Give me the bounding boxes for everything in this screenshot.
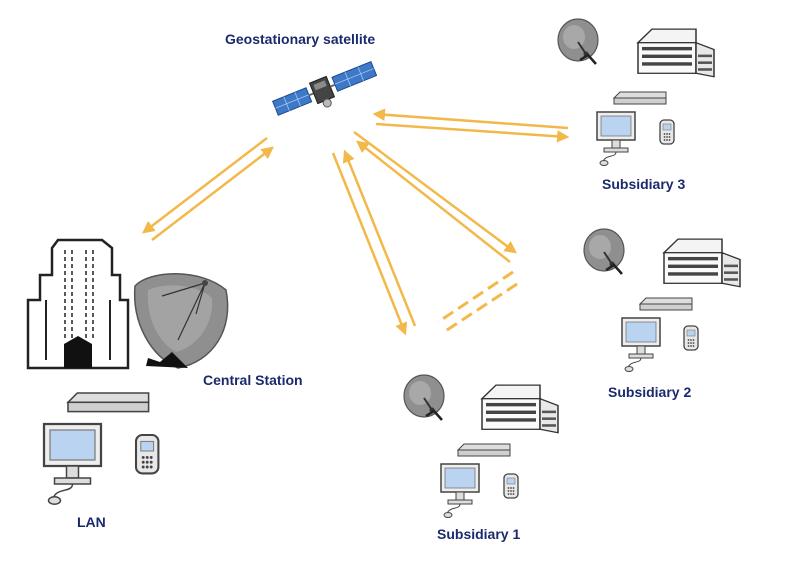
subsidiary-2-computer-icon	[621, 317, 661, 373]
subsidiary-2-building-icon	[663, 238, 741, 288]
subsidiary-1-building-icon	[481, 384, 559, 434]
subsidiary-1-modem-icon	[457, 443, 511, 457]
central-station-modem-icon	[67, 392, 150, 413]
subsidiary-3-modem-icon	[613, 91, 667, 105]
lan-label: LAN	[77, 514, 106, 530]
satellite-icon	[271, 60, 378, 116]
central-station-computer-icon	[42, 422, 103, 506]
subsidiary-2-label: Subsidiary 2	[608, 384, 692, 400]
subsidiary-1-phone-icon	[503, 473, 519, 499]
subsidiary-3-dish-icon	[556, 17, 600, 66]
central-station-dish-icon	[133, 273, 229, 369]
link-satellite-subsidiary-1	[331, 149, 417, 336]
subsidiary-1-label: Subsidiary 1	[437, 526, 521, 542]
central-station-building-icon	[26, 238, 130, 370]
subsidiary-3-building-icon	[637, 28, 715, 78]
link-satellite-subsidiary-3	[372, 108, 570, 143]
subsidiary-3-computer-icon	[596, 111, 636, 167]
subsidiary-2-modem-icon	[639, 297, 693, 311]
link-subsidiary-2-subsidiary-1	[437, 270, 518, 334]
subsidiary-3-phone-icon	[659, 119, 675, 145]
central-station-phone-icon	[134, 433, 160, 475]
central-station-label: Central Station	[203, 372, 303, 388]
link-satellite-subsidiary-2	[353, 130, 518, 263]
subsidiary-3-label: Subsidiary 3	[602, 176, 686, 192]
subsidiary-1-dish-icon	[402, 373, 446, 422]
link-satellite-central	[142, 137, 274, 241]
subsidiary-2-dish-icon	[582, 227, 626, 276]
subsidiary-2-phone-icon	[683, 325, 699, 351]
subsidiary-1-computer-icon	[440, 463, 480, 519]
satellite-label: Geostationary satellite	[225, 31, 376, 47]
